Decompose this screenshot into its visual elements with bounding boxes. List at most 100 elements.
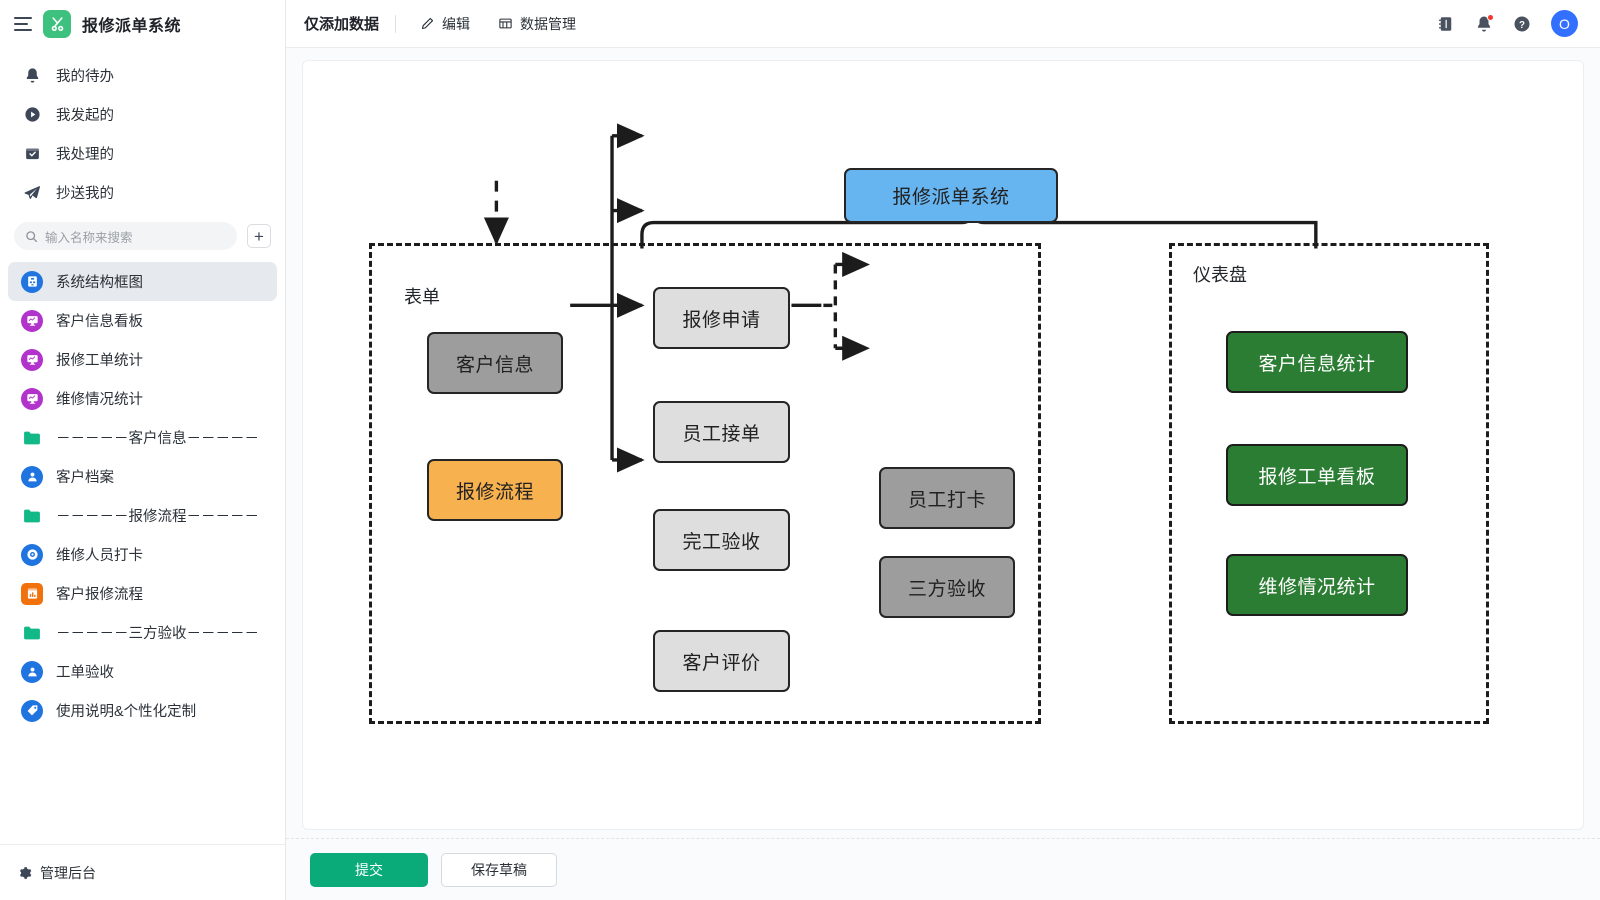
sidebar-item-label: －－－－－三方验收－－－－－	[56, 626, 259, 642]
node-customer-review[interactable]: 客户评价	[653, 630, 790, 692]
sidebar-item-label: －－－－－客户信息－－－－－	[56, 431, 259, 447]
structure-chart-icon	[21, 270, 43, 293]
sidebar-quick-nav: 我的待办 我发起的 我处理的 抄送我的	[0, 48, 285, 212]
help-circle-icon[interactable]: ?	[1513, 15, 1531, 33]
app-logo-icon	[43, 10, 71, 38]
app-title: 报修派单系统	[82, 18, 182, 35]
sidebar-item-9[interactable]: －－－－－三方验收－－－－－	[8, 613, 277, 652]
search-placeholder: 输入名称来搜索	[45, 230, 133, 245]
nav-item-my-initiated[interactable]: 我发起的	[0, 95, 285, 134]
nav-item-my-handled[interactable]: 我处理的	[0, 134, 285, 173]
sidebar: 报修派单系统 我的待办 我发起的 我处理的	[0, 0, 286, 900]
notebook-icon[interactable]	[1437, 15, 1455, 33]
form-panel-title: 表单	[404, 287, 440, 307]
nav-label: 我的待办	[56, 69, 114, 85]
sidebar-item-label: 客户档案	[56, 470, 114, 486]
folder-icon	[21, 427, 43, 449]
nav-label: 抄送我的	[56, 186, 114, 202]
dashboard-monitor-icon	[21, 348, 43, 371]
canvas-wrapper: 报修派单系统 表单 客户信息 报修流程 报修申请 员工接单 完工验收 客户评价 …	[286, 48, 1600, 838]
form-panel	[369, 243, 1041, 724]
sidebar-item-label: 维修人员打卡	[56, 548, 143, 564]
sidebar-item-label: 报修工单统计	[56, 353, 143, 369]
paper-plane-icon	[22, 183, 42, 203]
dashboard-monitor-icon	[21, 387, 43, 410]
sidebar-item-11[interactable]: 使用说明&个性化定制	[8, 691, 277, 730]
data-manage-button[interactable]: 数据管理	[490, 10, 584, 38]
sidebar-item-6[interactable]: －－－－－报修流程－－－－－	[8, 496, 277, 535]
admin-console-link[interactable]: 管理后台	[0, 844, 285, 900]
data-manage-label: 数据管理	[520, 15, 577, 32]
play-circle-icon	[22, 105, 42, 125]
sidebar-item-label: 使用说明&个性化定制	[56, 704, 197, 720]
add-item-button[interactable]: +	[247, 224, 271, 248]
bell-icon	[22, 66, 42, 86]
edit-button[interactable]: 编辑	[412, 10, 478, 38]
nav-label: 我发起的	[56, 108, 114, 124]
save-draft-button[interactable]: 保存草稿	[441, 852, 557, 887]
submit-button[interactable]: 提交	[310, 852, 428, 887]
node-thirdparty-check[interactable]: 三方验收	[879, 556, 1015, 618]
nav-item-my-todo[interactable]: 我的待办	[0, 56, 285, 95]
user-avatar[interactable]: O	[1551, 10, 1578, 37]
sidebar-item-label: －－－－－报修流程－－－－－	[56, 509, 259, 525]
node-workorder-board[interactable]: 报修工单看板	[1226, 444, 1408, 506]
folder-icon	[21, 622, 43, 644]
node-customer-info[interactable]: 客户信息	[427, 332, 563, 394]
user-form-icon	[21, 660, 43, 683]
sidebar-search-row: 输入名称来搜索 +	[0, 212, 285, 260]
system-structure-diagram: 报修派单系统 表单 客户信息 报修流程 报修申请 员工接单 完工验收 客户评价 …	[303, 61, 1583, 829]
toolbar-divider	[395, 14, 397, 33]
toolbar-icon-group: ? O	[1437, 10, 1582, 37]
admin-console-label: 管理后台	[40, 864, 96, 881]
sidebar-item-10[interactable]: 工单验收	[8, 652, 277, 691]
notification-badge	[1487, 13, 1494, 21]
sidebar-header: 报修派单系统	[0, 0, 285, 48]
sidebar-item-label: 客户信息看板	[56, 314, 143, 330]
inbox-check-icon	[22, 144, 42, 164]
sidebar-item-3[interactable]: 维修情况统计	[8, 379, 277, 418]
node-completion-check[interactable]: 完工验收	[653, 509, 790, 571]
node-repair-process[interactable]: 报修流程	[427, 459, 563, 521]
notifications-bell-icon[interactable]	[1475, 13, 1494, 33]
user-form-icon	[21, 465, 43, 488]
nav-label: 我处理的	[56, 147, 114, 163]
page-title: 仅添加数据	[304, 16, 380, 33]
dashboard-monitor-icon	[21, 309, 43, 332]
dashboard-panel	[1169, 243, 1489, 724]
search-input[interactable]: 输入名称来搜索	[14, 222, 237, 250]
svg-text:?: ?	[1519, 19, 1525, 30]
sidebar-item-list: 系统结构框图客户信息看板报修工单统计维修情况统计 －－－－－客户信息－－－－－ 客户…	[0, 260, 285, 844]
sidebar-item-0[interactable]: 系统结构框图	[8, 262, 277, 301]
gear-icon	[19, 866, 32, 879]
sidebar-item-label: 工单验收	[56, 665, 114, 681]
search-icon	[26, 230, 38, 242]
sidebar-item-5[interactable]: 客户档案	[8, 457, 277, 496]
nav-item-cc-to-me[interactable]: 抄送我的	[0, 173, 285, 212]
diagram-root-node[interactable]: 报修派单系统	[844, 168, 1058, 223]
sidebar-item-4[interactable]: －－－－－客户信息－－－－－	[8, 418, 277, 457]
tag-icon	[21, 699, 43, 722]
node-customer-stats[interactable]: 客户信息统计	[1226, 331, 1408, 393]
node-repair-stats[interactable]: 维修情况统计	[1226, 554, 1408, 616]
node-staff-accept[interactable]: 员工接单	[653, 401, 790, 463]
sidebar-item-7[interactable]: 维修人员打卡	[8, 535, 277, 574]
form-action-bar: 提交 保存草稿	[286, 838, 1600, 900]
pencil-icon	[421, 17, 434, 30]
folder-icon	[21, 505, 43, 527]
sidebar-item-label: 客户报修流程	[56, 587, 143, 603]
dashboard-panel-title: 仪表盘	[1193, 265, 1247, 285]
edit-label: 编辑	[442, 15, 471, 32]
sidebar-item-label: 系统结构框图	[56, 275, 143, 291]
sidebar-item-1[interactable]: 客户信息看板	[8, 301, 277, 340]
node-repair-request[interactable]: 报修申请	[653, 287, 790, 349]
sidebar-item-label: 维修情况统计	[56, 392, 143, 408]
sidebar-item-8[interactable]: 客户报修流程	[8, 574, 277, 613]
diagram-canvas[interactable]: 报修派单系统 表单 客户信息 报修流程 报修申请 员工接单 完工验收 客户评价 …	[302, 60, 1584, 830]
hamburger-menu-icon[interactable]	[14, 17, 32, 31]
top-toolbar: 仅添加数据 编辑 数据管理 ?	[286, 0, 1600, 48]
main-area: 仅添加数据 编辑 数据管理 ?	[286, 0, 1600, 900]
table-icon	[499, 18, 512, 29]
node-staff-checkin[interactable]: 员工打卡	[879, 467, 1015, 529]
sidebar-item-2[interactable]: 报修工单统计	[8, 340, 277, 379]
